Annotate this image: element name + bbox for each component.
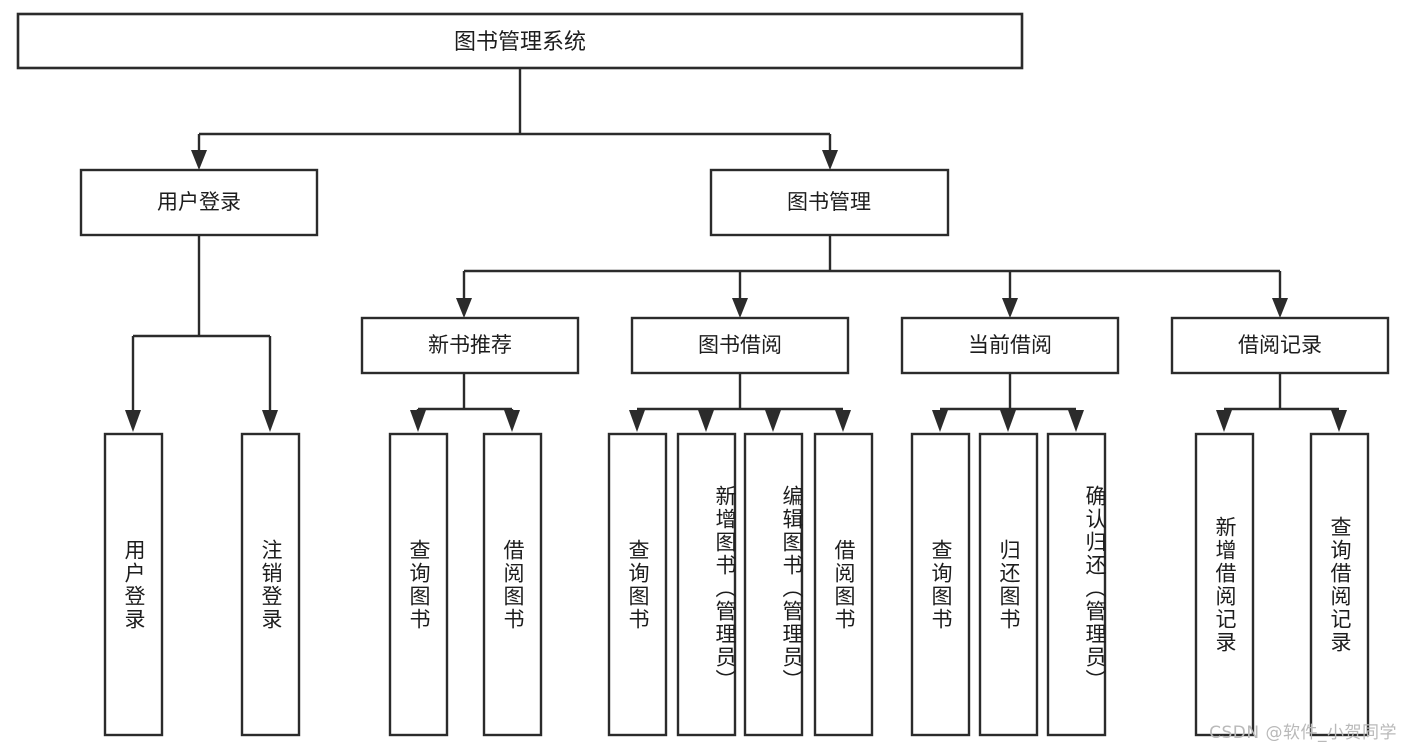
leaf-node-return-book-box[interactable] <box>978 432 1039 737</box>
node-user-login-box[interactable] <box>79 168 319 237</box>
arrow-head-leaf-query-book-1 <box>410 410 426 432</box>
node-book-manage[interactable]: 图书管理 <box>709 168 950 237</box>
arrow-head-leaf-query-book-2 <box>629 410 645 432</box>
node-book-borrow-box[interactable] <box>630 316 850 375</box>
node-borrow-record-label: 借阅记录 <box>1238 333 1322 357</box>
node-user-login-label: 用户登录 <box>157 190 241 214</box>
node-new-book-rec-box[interactable] <box>360 316 580 375</box>
arrow-head-leaf-edit-book <box>765 410 781 432</box>
leaf-node-add-record-box[interactable] <box>1194 432 1255 737</box>
leaf-node-query-book-1-box[interactable] <box>388 432 449 737</box>
arrow-head-leaf-add-record <box>1216 410 1232 432</box>
connectors-new-book-rec-to-leaves <box>410 373 520 432</box>
arrow-head-leaf-confirm-return <box>1068 410 1084 432</box>
node-borrow-record[interactable]: 借阅记录 <box>1170 316 1390 375</box>
leaf-nodes-group <box>103 432 1370 737</box>
connectors-user-login-to-leaves <box>125 235 278 432</box>
leaf-node-logout-box[interactable] <box>240 432 301 737</box>
connectors-borrow-record-to-leaves <box>1216 373 1347 432</box>
node-book-borrow-label: 图书借阅 <box>698 333 782 357</box>
arrow-head-book-borrow <box>732 298 748 318</box>
arrow-head-leaf-borrow-book-1 <box>504 410 520 432</box>
arrow-head-leaf-return-book <box>1000 410 1016 432</box>
leaf-node-query-book-2-box[interactable] <box>607 432 668 737</box>
arrow-head-leaf-query-record <box>1331 410 1347 432</box>
arrow-head-new-book-rec <box>456 298 472 318</box>
node-current-borrow[interactable]: 当前借阅 <box>900 316 1120 375</box>
leaf-node-add-book-box[interactable] <box>676 432 737 737</box>
leaf-node-query-book-3-box[interactable] <box>910 432 971 737</box>
node-root[interactable]: 图书管理系统 <box>16 12 1024 70</box>
leaf-node-borrow-book-2-box[interactable] <box>813 432 874 737</box>
node-borrow-record-box[interactable] <box>1170 316 1390 375</box>
node-root-label: 图书管理系统 <box>454 30 586 55</box>
arrow-head-leaf-add-book <box>698 410 714 432</box>
leaf-node-query-record-box[interactable] <box>1309 432 1370 737</box>
arrow-head-user-login <box>191 150 207 170</box>
connectors-book-borrow-to-leaves <box>629 373 851 432</box>
arrow-head-current-borrow <box>1002 298 1018 318</box>
leaf-node-edit-book-box[interactable] <box>743 432 804 737</box>
arrow-head-book-manage <box>822 150 838 170</box>
arrow-head-leaf-user-login <box>125 410 141 432</box>
node-book-manage-label: 图书管理 <box>787 190 871 214</box>
node-book-borrow[interactable]: 图书借阅 <box>630 316 850 375</box>
leaf-node-confirm-return-box[interactable] <box>1046 432 1107 737</box>
arrow-head-leaf-borrow-book-2 <box>835 410 851 432</box>
connectors-book-manage-to-level2 <box>456 235 1288 318</box>
arrow-head-leaf-query-book-3 <box>932 410 948 432</box>
node-user-login[interactable]: 用户登录 <box>79 168 319 237</box>
connectors-root-to-level1 <box>191 68 838 170</box>
node-new-book-rec[interactable]: 新书推荐 <box>360 316 580 375</box>
arrow-head-borrow-record <box>1272 298 1288 318</box>
watermark-text: CSDN @软件_小贺同学 <box>1209 723 1397 743</box>
arrow-head-leaf-logout <box>262 410 278 432</box>
node-current-borrow-label: 当前借阅 <box>968 333 1052 357</box>
node-current-borrow-box[interactable] <box>900 316 1120 375</box>
leaf-node-borrow-book-1-box[interactable] <box>482 432 543 737</box>
leaf-node-user-login-box[interactable] <box>103 432 164 737</box>
node-book-manage-box[interactable] <box>709 168 950 237</box>
node-new-book-rec-label: 新书推荐 <box>428 333 512 357</box>
node-root-box[interactable] <box>16 12 1024 70</box>
connectors-current-borrow-to-leaves <box>932 373 1084 432</box>
